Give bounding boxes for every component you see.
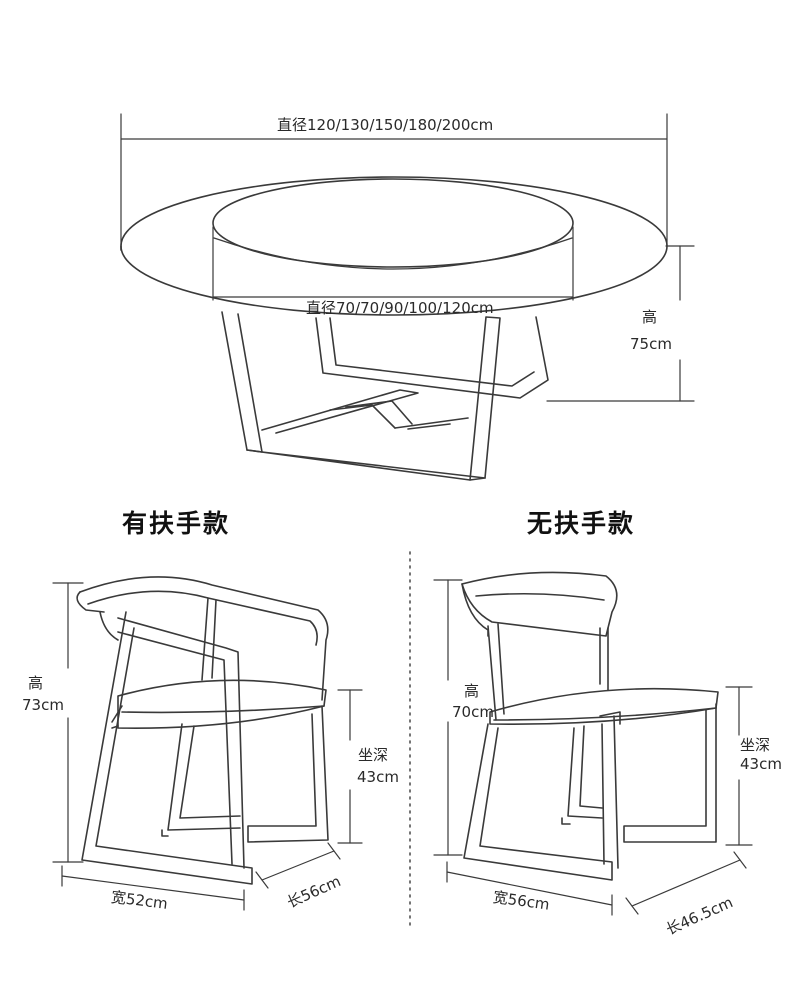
armchair-title: 有扶手款 bbox=[122, 509, 231, 538]
table-top bbox=[120, 176, 668, 316]
armchair-seat-depth-value: 43cm bbox=[357, 768, 399, 786]
lazy-susan bbox=[212, 178, 574, 301]
lazy-susan-diameter-label: 直径70/70/90/100/120cm bbox=[306, 299, 494, 317]
round-table-drawing bbox=[120, 113, 695, 481]
table-height-dimension bbox=[546, 245, 695, 402]
table-outer-diameter-label: 直径120/130/150/180/200cm bbox=[277, 116, 494, 134]
table-width-dimension bbox=[120, 113, 668, 246]
armchair-height-label: 高 bbox=[28, 674, 44, 692]
table-height-label: 高 bbox=[642, 308, 658, 326]
table-height-value: 75cm bbox=[630, 335, 672, 353]
table-base bbox=[221, 311, 549, 481]
side-chair-title: 无扶手款 bbox=[527, 509, 636, 538]
side-chair-drawing bbox=[433, 571, 753, 916]
side-chair-seat-depth-value: 43cm bbox=[740, 755, 782, 773]
armchair-drawing bbox=[52, 576, 363, 911]
side-chair-height-label: 高 bbox=[464, 682, 480, 700]
side-chair-height-value: 70cm bbox=[452, 703, 494, 721]
armchair-seat-depth-label: 坐深 bbox=[358, 746, 389, 764]
side-chair-seat-depth-label: 坐深 bbox=[740, 736, 771, 754]
armchair-height-value: 73cm bbox=[22, 696, 64, 714]
